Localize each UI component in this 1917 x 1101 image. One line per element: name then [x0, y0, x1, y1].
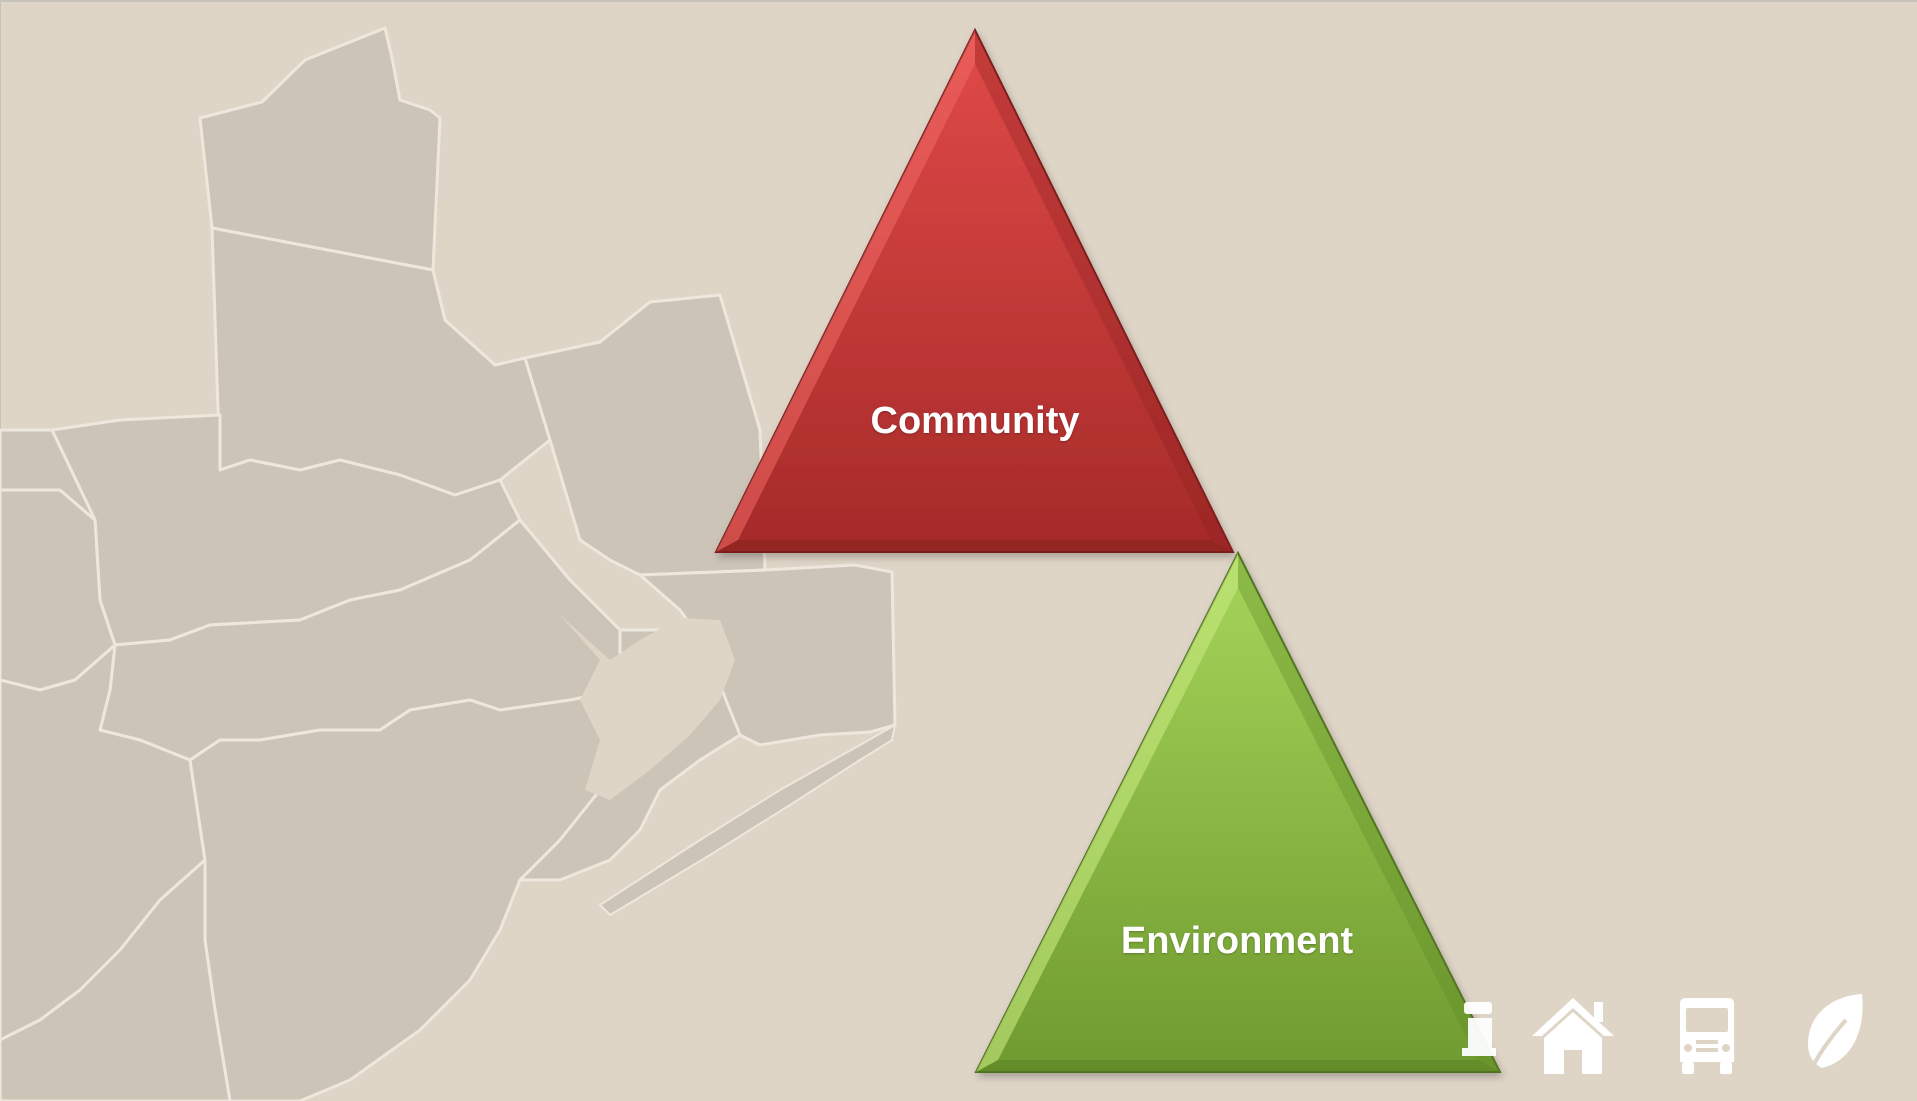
map-bay-water: [560, 615, 735, 800]
environment-label: Environment: [1120, 920, 1354, 962]
store-icon: [1462, 1002, 1496, 1056]
leaf-icon: [1806, 994, 1863, 1077]
map-county-left-edge: [0, 428, 97, 522]
map-county-south: [0, 858, 232, 1101]
community-triangle: [714, 27, 1235, 553]
community-label: Community: [870, 400, 1080, 442]
map-coast-strip: [598, 723, 897, 917]
house-icon: [1532, 998, 1614, 1074]
environment-triangle: [974, 550, 1502, 1073]
bus-icon: [1680, 998, 1734, 1074]
